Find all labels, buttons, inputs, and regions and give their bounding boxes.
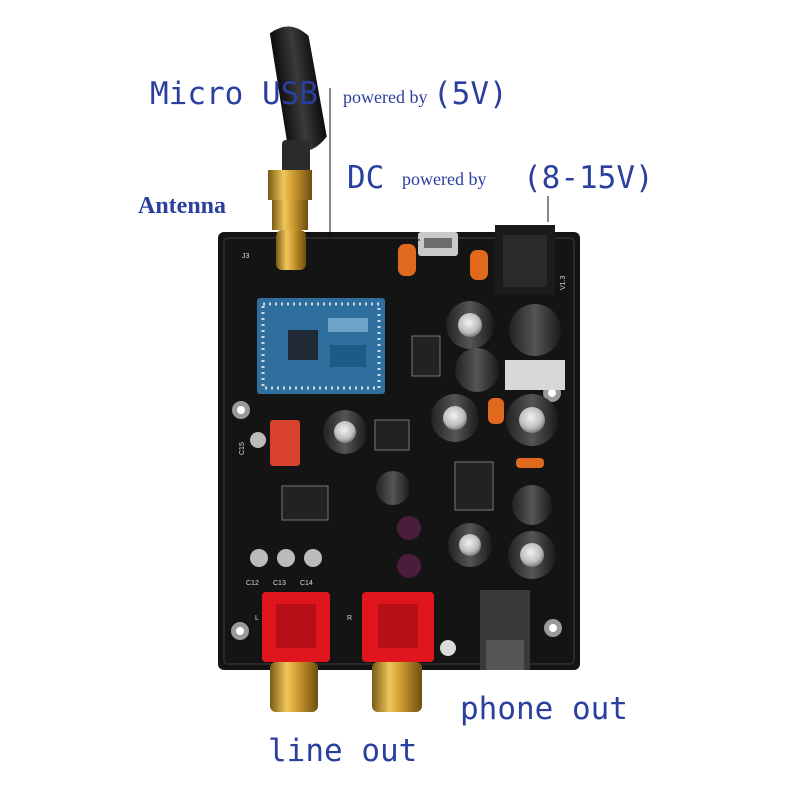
electrolytic-capacitors bbox=[250, 301, 561, 579]
micro-usb-label: Micro USB bbox=[150, 76, 318, 112]
usb-voltage-label: (5V) bbox=[433, 76, 508, 112]
silk-c14: C14 bbox=[300, 580, 313, 587]
phone-out-label: phone out bbox=[460, 691, 628, 727]
callout-lines bbox=[329, 88, 549, 241]
silk-j3: J3 bbox=[242, 253, 250, 260]
dc-label: DC bbox=[347, 160, 385, 196]
rca-right bbox=[362, 592, 434, 712]
ceramic-capacitors bbox=[398, 244, 544, 468]
ics bbox=[281, 335, 494, 521]
line-out-label: line out bbox=[268, 733, 418, 769]
silk-right-channel: R bbox=[347, 615, 352, 622]
powered-by-label-usb: powered by bbox=[343, 87, 428, 107]
micro-usb-port bbox=[418, 232, 458, 256]
powered-by-label-dc: powered by bbox=[402, 169, 487, 189]
silk-version: V1.3 bbox=[560, 275, 567, 290]
antenna-label: Antenna bbox=[138, 193, 227, 219]
silk-left-channel: L bbox=[255, 615, 259, 622]
dc-voltage-label: (8-15V) bbox=[523, 160, 654, 196]
antenna bbox=[268, 26, 327, 270]
bluetooth-module bbox=[257, 298, 385, 394]
rca-left bbox=[262, 592, 330, 712]
silk-c15: C15 bbox=[239, 442, 246, 455]
silk-c13: C13 bbox=[273, 580, 286, 587]
silk-c12: C12 bbox=[246, 580, 259, 587]
mounting-holes bbox=[231, 384, 562, 640]
dc-jack bbox=[495, 225, 565, 390]
phone-jack bbox=[440, 590, 530, 670]
film-capacitor bbox=[270, 420, 300, 466]
